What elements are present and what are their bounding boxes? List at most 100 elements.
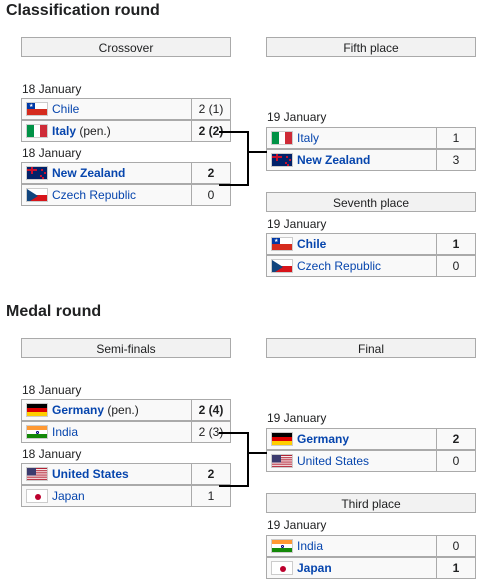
- section-heading-classification: Classification round: [6, 2, 160, 19]
- team-name-link[interactable]: Chile: [52, 102, 80, 116]
- round-header-third-place: Third place: [266, 493, 476, 513]
- score-cell: 0: [191, 184, 231, 206]
- bracket-connector: [219, 485, 249, 487]
- penalty-note: (pen.): [104, 403, 139, 417]
- penalty-note: (pen.): [76, 124, 111, 138]
- bracket-connector: [219, 131, 249, 133]
- team-name-link[interactable]: Japan: [52, 489, 85, 503]
- bracket-connector: [247, 432, 249, 487]
- match-date: 19 January: [267, 518, 327, 532]
- round-header-final: Final: [266, 338, 476, 358]
- team-name-link[interactable]: Germany: [52, 403, 105, 417]
- team-name-link[interactable]: Czech Republic: [52, 188, 137, 202]
- usa-flag: [26, 467, 48, 481]
- match-date: 18 January: [22, 447, 82, 461]
- score-cell: 0: [436, 535, 476, 557]
- team-cell: India: [266, 535, 437, 557]
- bracket-connector: [247, 151, 267, 153]
- score-cell: 0: [436, 255, 476, 277]
- round-header-seventh-place: Seventh place: [266, 192, 476, 212]
- japan-flag: [271, 561, 293, 575]
- match-row: Germany 2: [266, 428, 476, 450]
- czech-flag: [271, 259, 293, 273]
- team-name-link[interactable]: United States: [52, 467, 129, 481]
- team-name-link[interactable]: India: [297, 539, 324, 553]
- team-name-link[interactable]: Italy: [297, 131, 320, 145]
- match-row: Japan 1: [21, 485, 231, 507]
- match-date: 19 January: [267, 217, 327, 231]
- team-name-link[interactable]: United States: [297, 454, 370, 468]
- match-row: ★ Chile 1: [266, 233, 476, 255]
- team-cell: United States: [21, 463, 192, 485]
- match-date: 19 January: [267, 411, 327, 425]
- match-row: Germany (pen.)2 (4): [21, 399, 231, 421]
- match-date: 18 January: [22, 82, 82, 96]
- match-row: United States 2: [21, 463, 231, 485]
- team-cell: New Zealand: [266, 149, 437, 171]
- match-row: India 2 (3): [21, 421, 231, 443]
- czech-flag: [26, 188, 48, 202]
- team-cell: Czech Republic: [266, 255, 437, 277]
- team-name-link[interactable]: India: [52, 425, 79, 439]
- match-date: 18 January: [22, 146, 82, 160]
- new-zealand-flag: [26, 166, 48, 180]
- india-flag: [271, 539, 293, 553]
- germany-flag: [271, 432, 293, 446]
- score-cell: 1: [436, 233, 476, 255]
- team-cell: New Zealand: [21, 162, 192, 184]
- bracket-connector: [247, 452, 267, 454]
- germany-flag: [26, 403, 48, 417]
- match-row: India 0: [266, 535, 476, 557]
- match-row: New Zealand 2: [21, 162, 231, 184]
- match-row: United States 0: [266, 450, 476, 472]
- team-name-link[interactable]: New Zealand: [52, 166, 126, 180]
- bracket-connector: [219, 184, 249, 186]
- score-cell: 2: [191, 463, 231, 485]
- score-cell: 2: [436, 428, 476, 450]
- chile-flag: ★: [271, 237, 293, 251]
- team-cell: Japan: [21, 485, 192, 507]
- score-cell: 1: [436, 557, 476, 579]
- team-name-link[interactable]: Japan: [297, 561, 332, 575]
- match-date: 18 January: [22, 383, 82, 397]
- team-cell: ★Chile: [21, 98, 192, 120]
- japan-flag: [26, 489, 48, 503]
- team-cell: Czech Republic: [21, 184, 192, 206]
- new-zealand-flag: [271, 153, 293, 167]
- score-cell: 1: [191, 485, 231, 507]
- score-cell: 2 (1): [191, 98, 231, 120]
- india-flag: [26, 425, 48, 439]
- match-date: 19 January: [267, 110, 327, 124]
- team-cell: Germany (pen.): [21, 399, 192, 421]
- team-cell: Italy: [266, 127, 437, 149]
- section-heading-medal: Medal round: [6, 303, 102, 320]
- bracket-connector: [219, 432, 249, 434]
- team-name-link[interactable]: Italy: [52, 124, 77, 138]
- score-cell: 2 (3): [191, 421, 231, 443]
- bracket-connector: [247, 131, 249, 186]
- match-row: Italy (pen.)2 (2): [21, 120, 231, 142]
- team-name-link[interactable]: New Zealand: [297, 153, 371, 167]
- score-cell: 0: [436, 450, 476, 472]
- score-cell: 2: [191, 162, 231, 184]
- team-name-link[interactable]: Czech Republic: [297, 259, 382, 273]
- team-cell: Italy (pen.): [21, 120, 192, 142]
- match-row: Czech Republic 0: [266, 255, 476, 277]
- team-name-link[interactable]: Germany: [297, 432, 350, 446]
- italy-flag: [271, 131, 293, 145]
- score-cell: 2 (4): [191, 399, 231, 421]
- round-header-crossover: Crossover: [21, 37, 231, 57]
- team-cell: India: [21, 421, 192, 443]
- match-row: Japan 1: [266, 557, 476, 579]
- usa-flag: [271, 454, 293, 468]
- team-cell: Japan: [266, 557, 437, 579]
- italy-flag: [26, 124, 48, 138]
- match-row: Czech Republic 0: [21, 184, 231, 206]
- round-header-semi-finals: Semi-finals: [21, 338, 231, 358]
- team-name-link[interactable]: Chile: [297, 237, 327, 251]
- team-cell: Germany: [266, 428, 437, 450]
- round-header-fifth-place: Fifth place: [266, 37, 476, 57]
